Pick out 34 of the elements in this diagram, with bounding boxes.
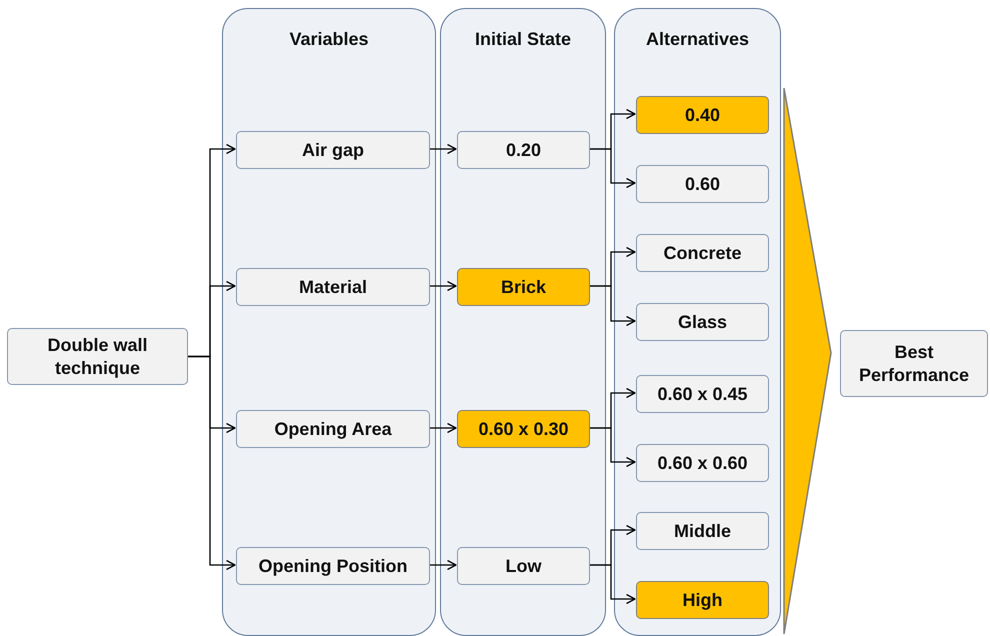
highlighted-option-box: Brick [457, 268, 590, 306]
process-box: Concrete [636, 234, 769, 272]
process-box: Air gap [236, 131, 430, 169]
column-heading: Variables [288, 29, 370, 50]
column-heading: Initial State [474, 29, 572, 50]
process-box: Opening Area [236, 410, 430, 448]
connector-arrow [589, 564, 636, 604]
process-box: Best Performance [840, 330, 988, 397]
process-box: Glass [636, 303, 769, 341]
connector-arrow [429, 422, 457, 434]
connector-arrow [429, 560, 457, 570]
process-box: 0.60 x 0.60 [636, 444, 769, 482]
process-box: 0.60 [636, 165, 769, 203]
column-heading: Alternatives [644, 29, 750, 50]
process-box: Middle [636, 512, 769, 550]
process-box: Low [457, 547, 590, 585]
process-box: 0.60 x 0.45 [636, 375, 769, 413]
highlighted-option-box: High [636, 581, 769, 619]
connector-arrow [429, 144, 457, 154]
chevron-arrow-shape [783, 86, 833, 636]
connector-arrow [589, 285, 636, 326]
process-box: Opening Position [236, 547, 430, 585]
connector-arrow [589, 148, 636, 188]
highlighted-option-box: 0.60 x 0.30 [457, 410, 590, 448]
highlighted-option-box: 0.40 [636, 96, 769, 134]
process-box: Double wall technique [7, 328, 188, 385]
column-panel [440, 8, 606, 636]
column-panel [614, 8, 781, 636]
column-panel [222, 8, 436, 636]
connector-arrow [589, 427, 636, 468]
process-box: Material [236, 268, 430, 306]
process-box: 0.20 [457, 131, 590, 169]
connector-arrow [188, 356, 236, 570]
connector-arrow [429, 280, 457, 292]
